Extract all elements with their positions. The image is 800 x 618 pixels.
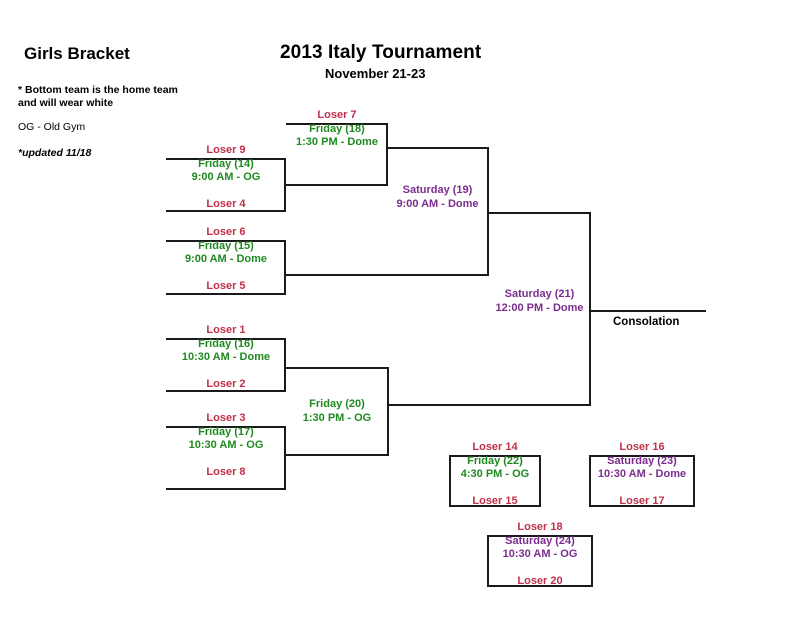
game-24-top-team: Loser 18 [517,521,563,533]
game-24-spacer [487,562,593,576]
game-16-bottom-team: Loser 2 [206,378,246,390]
game-22-time-venue: 4:30 PM - OG [460,468,530,480]
game-22-bottom-team: Loser 15 [472,495,518,507]
game-18-time-venue: 1:30 PM - Dome [296,136,378,148]
game-18-day: Friday (18) [309,122,365,135]
game-23-day: Saturday (23) [607,454,677,467]
game-21-time-venue: 12:00 PM - Dome [495,301,584,314]
game-23-time-venue: 10:30 AM - Dome [597,468,687,480]
game-23-spacer [589,482,695,496]
game-23: Loser 16 Saturday (23) 10:30 AM - Dome L… [589,441,695,509]
home-team-note-line-1: * Bottom team is the home team [18,84,178,96]
game-14-top-team: Loser 9 [206,144,246,156]
game-18: Loser 7 Friday (18) 1:30 PM - Dome [286,109,388,150]
home-team-note-line-2: and will wear white [18,97,114,109]
game-17-day: Friday (17) [198,425,254,438]
game-19-time-venue: 9:00 AM - Dome [396,197,479,210]
game-14-day: Friday (14) [198,157,254,170]
game-19-day: Saturday (19) [402,184,473,196]
game-16: Loser 1 Friday (16) 10:30 AM - Dome Lose… [166,324,286,392]
game-17: Loser 3 Friday (17) 10:30 AM - OG Loser … [166,412,286,480]
game-23-bottom-team: Loser 17 [619,495,665,507]
game-14: Loser 9 Friday (14) 9:00 AM - OG Loser 4 [166,144,286,212]
game-23-box [589,455,695,507]
consolation-label: Consolation [613,316,680,328]
game-24: Loser 18 Saturday (24) 10:30 AM - OG Los… [487,521,593,589]
game-24-day: Saturday (24) [505,534,575,547]
game-16-day: Friday (16) [198,337,254,350]
updated-note: *updated 11/18 [18,147,92,159]
game-15-day: Friday (15) [198,239,254,252]
game-16-time-venue: 10:30 AM - Dome [181,351,271,363]
game-17-bottom-team: Loser 8 [206,466,246,478]
game-15-time-venue: 9:00 AM - Dome [184,253,268,265]
game-23-top-team: Loser 16 [619,441,665,453]
game-20: Friday (20) 1:30 PM - OG [286,398,388,425]
game-20-day: Friday (20) [309,398,365,410]
game-24-bottom-team: Loser 20 [517,575,563,587]
game-21-day: Saturday (21) [504,288,575,300]
game-16-top-team: Loser 1 [206,324,246,336]
game-22-box [449,455,541,507]
game-24-box [487,535,593,587]
game-22: Loser 14 Friday (22) 4:30 PM - OG Loser … [449,441,541,509]
game-15-spacer [166,267,286,281]
game-14-bottom-team: Loser 4 [206,198,246,210]
game-21: Saturday (21) 12:00 PM - Dome [489,288,590,315]
game-15: Loser 6 Friday (15) 9:00 AM - Dome Loser… [166,226,286,294]
game-24-time-venue: 10:30 AM - OG [502,548,578,560]
game-17-spacer [166,453,286,467]
game-22-spacer [449,482,541,496]
game-22-day: Friday (22) [467,454,523,467]
game-17-top-team: Loser 3 [206,412,246,424]
game-22-top-team: Loser 14 [472,441,518,453]
game-15-bottom-team: Loser 5 [206,280,246,292]
game-16-spacer [166,365,286,379]
page-subtitle: November 21-23 [325,66,426,81]
game-19: Saturday (19) 9:00 AM - Dome [387,184,488,211]
gym-abbreviation-key: OG - Old Gym [18,121,86,133]
game-17-time-venue: 10:30 AM - OG [188,439,264,451]
game-18-top-team: Loser 7 [317,109,357,121]
game-15-top-team: Loser 6 [206,226,246,238]
game-20-time-venue: 1:30 PM - OG [302,411,372,424]
bracket-name: Girls Bracket [24,44,130,63]
page-title: 2013 Italy Tournament [280,42,482,63]
game-14-spacer [166,185,286,199]
game-14-time-venue: 9:00 AM - OG [191,171,261,183]
